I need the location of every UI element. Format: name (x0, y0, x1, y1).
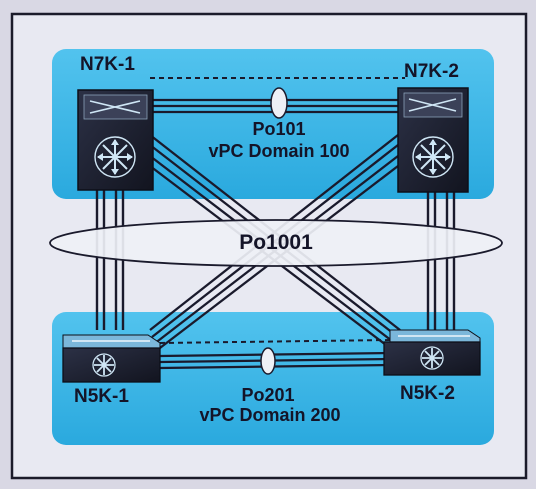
node-label-n7k1: N7K-1 (80, 54, 135, 75)
vpc-domain-100-label: vPC Domain 100 (208, 141, 350, 161)
po101-ellipse (270, 87, 288, 119)
n5k2-switch-icon (383, 329, 481, 376)
po201-label: Po201 (241, 385, 295, 405)
node-label-n5k1: N5K-1 (74, 386, 129, 407)
peer-keepalive-link-n5k (159, 339, 391, 344)
po1001-ellipse (49, 219, 503, 267)
n7k1-switch-icon (77, 89, 154, 191)
po201-ellipse (260, 347, 276, 375)
vpc-domain-200-label: vPC Domain 200 (199, 405, 341, 425)
n7k2-switch-icon (397, 87, 469, 193)
po101-label: Po101 (252, 119, 306, 139)
links-n7k2-n5k2 (426, 192, 456, 330)
n5k1-switch-icon (62, 334, 161, 383)
po1001-label: Po1001 (239, 231, 313, 254)
vpc-domain-100-box (52, 49, 494, 199)
node-label-n7k2: N7K-2 (404, 61, 459, 82)
node-label-n5k2: N5K-2 (400, 383, 455, 404)
